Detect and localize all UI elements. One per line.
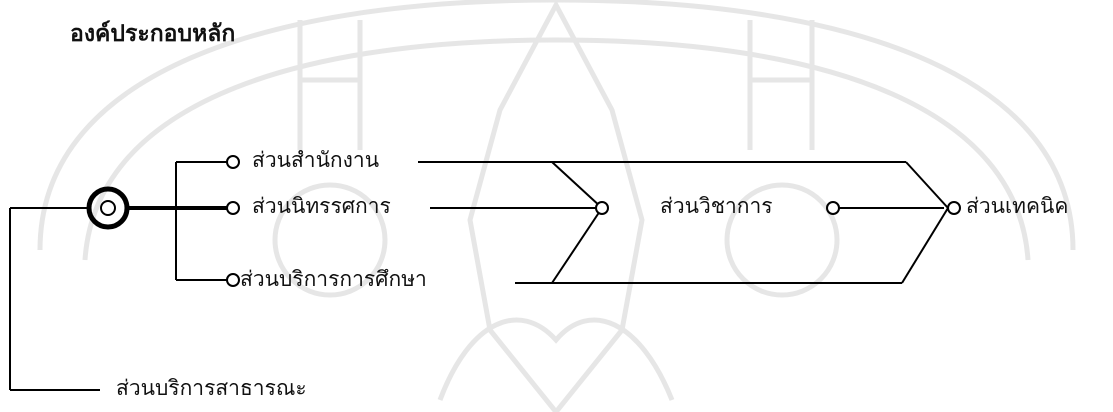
node-circle-academic-in: [596, 202, 608, 214]
diagram-title: องค์ประกอบหลัก: [70, 22, 235, 46]
node-circle-technical: [948, 202, 960, 214]
node-label-academic: ส่วนวิชาการ: [660, 194, 773, 218]
node-circle-academic-out: [827, 202, 839, 214]
link-office-to-technical: [906, 162, 948, 208]
node-label-public: ส่วนบริการสาธารณะ: [116, 376, 307, 400]
node-label-exhibition: ส่วนนิทรรศการ: [252, 194, 391, 218]
link-education-to-technical: [902, 208, 948, 283]
node-label-education: ส่วนบริการการศึกษา: [240, 267, 427, 291]
node-label-office: ส่วนสำนักงาน: [252, 148, 379, 172]
focal-inner-ring: [101, 201, 115, 215]
node-circle-education: [227, 274, 239, 286]
link-chevron-lower: [552, 208, 602, 283]
link-chevron-upper: [552, 162, 602, 208]
node-circle-exhibition: [227, 202, 239, 214]
node-label-technical: ส่วนเทคนิค: [966, 194, 1068, 218]
node-circle-office: [227, 156, 239, 168]
